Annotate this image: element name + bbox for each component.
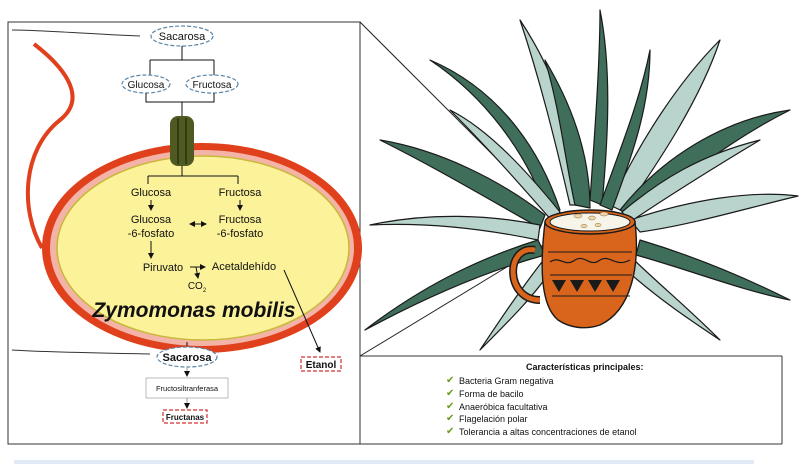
features-list: ✔ Bacteria Gram negativa ✔ Forma de bacilo…	[446, 375, 637, 439]
cytoplasm	[56, 155, 350, 341]
checkmark-icon: ✔	[446, 426, 455, 438]
glucose-inside-label: Glucosa	[131, 187, 172, 199]
g6p-label-line2: -6-fosfato	[128, 228, 174, 240]
flagellum	[25, 42, 75, 250]
fructose-outside-bubble	[185, 74, 239, 94]
glucose-outside-label: Glucosa	[128, 80, 165, 91]
sucrose-top-bubble	[150, 25, 214, 47]
split-bracket-inside	[147, 166, 239, 184]
feature-text: Forma de bacilo	[459, 388, 524, 399]
feature-item: ✔ Anaeróbica facultativa	[446, 401, 637, 414]
feature-text: Bacteria Gram negativa	[459, 376, 554, 386]
feature-text: Tolerancia a altas concentraciones de et…	[459, 427, 637, 438]
checkmark-icon: ✔	[446, 387, 455, 399]
feature-text: Flagelación polar	[459, 414, 528, 425]
fructans-label: Fructanas	[166, 413, 205, 422]
checkmark-icon: ✔	[446, 400, 455, 412]
agave-plant	[364, 9, 799, 351]
features-title: Características principales:	[526, 362, 644, 372]
pyruvate-label: Piruvato	[143, 262, 183, 274]
split-bracket-top	[149, 46, 215, 76]
acetaldehyde-label: Acetaldehído	[212, 261, 276, 273]
feature-item: ✔ Bacteria Gram negativa	[446, 375, 637, 388]
arrow-co2-release	[194, 266, 201, 279]
ethanol-label: Etanol	[306, 360, 337, 371]
membrane-line-bottom	[11, 349, 151, 355]
sucrose-bottom-label: Sacarosa	[163, 352, 213, 364]
pulque-mug	[509, 209, 638, 329]
enzyme-label: Fructosiltranferasa	[156, 384, 219, 393]
fructose-outside-label: Fructosa	[193, 80, 232, 91]
sucrose-top-label: Sacarosa	[159, 31, 206, 43]
feature-item: ✔ Flagelación polar	[446, 413, 637, 426]
join-bracket	[145, 93, 215, 116]
organism-name: Zymomonas mobilis	[91, 299, 295, 322]
checkmark-icon: ✔	[446, 413, 455, 425]
f6p-label-line2: -6-fosfato	[217, 228, 263, 240]
fructans-box	[162, 409, 208, 424]
feature-item: ✔ Tolerancia a altas concentraciones de e…	[446, 426, 637, 439]
membrane-channel	[170, 116, 194, 166]
checkmark-icon: ✔	[446, 375, 455, 386]
feature-item: ✔ Forma de bacilo	[446, 388, 637, 401]
ethanol-box	[300, 356, 342, 372]
f6p-label-line1: Fructosa	[219, 214, 263, 226]
bottom-bar	[14, 460, 754, 464]
co2-label: CO2	[188, 281, 207, 294]
feature-text: Anaeróbica facultativa	[459, 401, 548, 412]
arrow-acetaldehyde-ethanol	[283, 269, 321, 353]
features-card: Características principales: ✔ Bacteria G…	[386, 357, 781, 443]
fructose-inside-label: Fructosa	[219, 187, 263, 199]
g6p-label-line1: Glucosa	[131, 214, 172, 226]
membrane-line-top	[11, 29, 141, 37]
